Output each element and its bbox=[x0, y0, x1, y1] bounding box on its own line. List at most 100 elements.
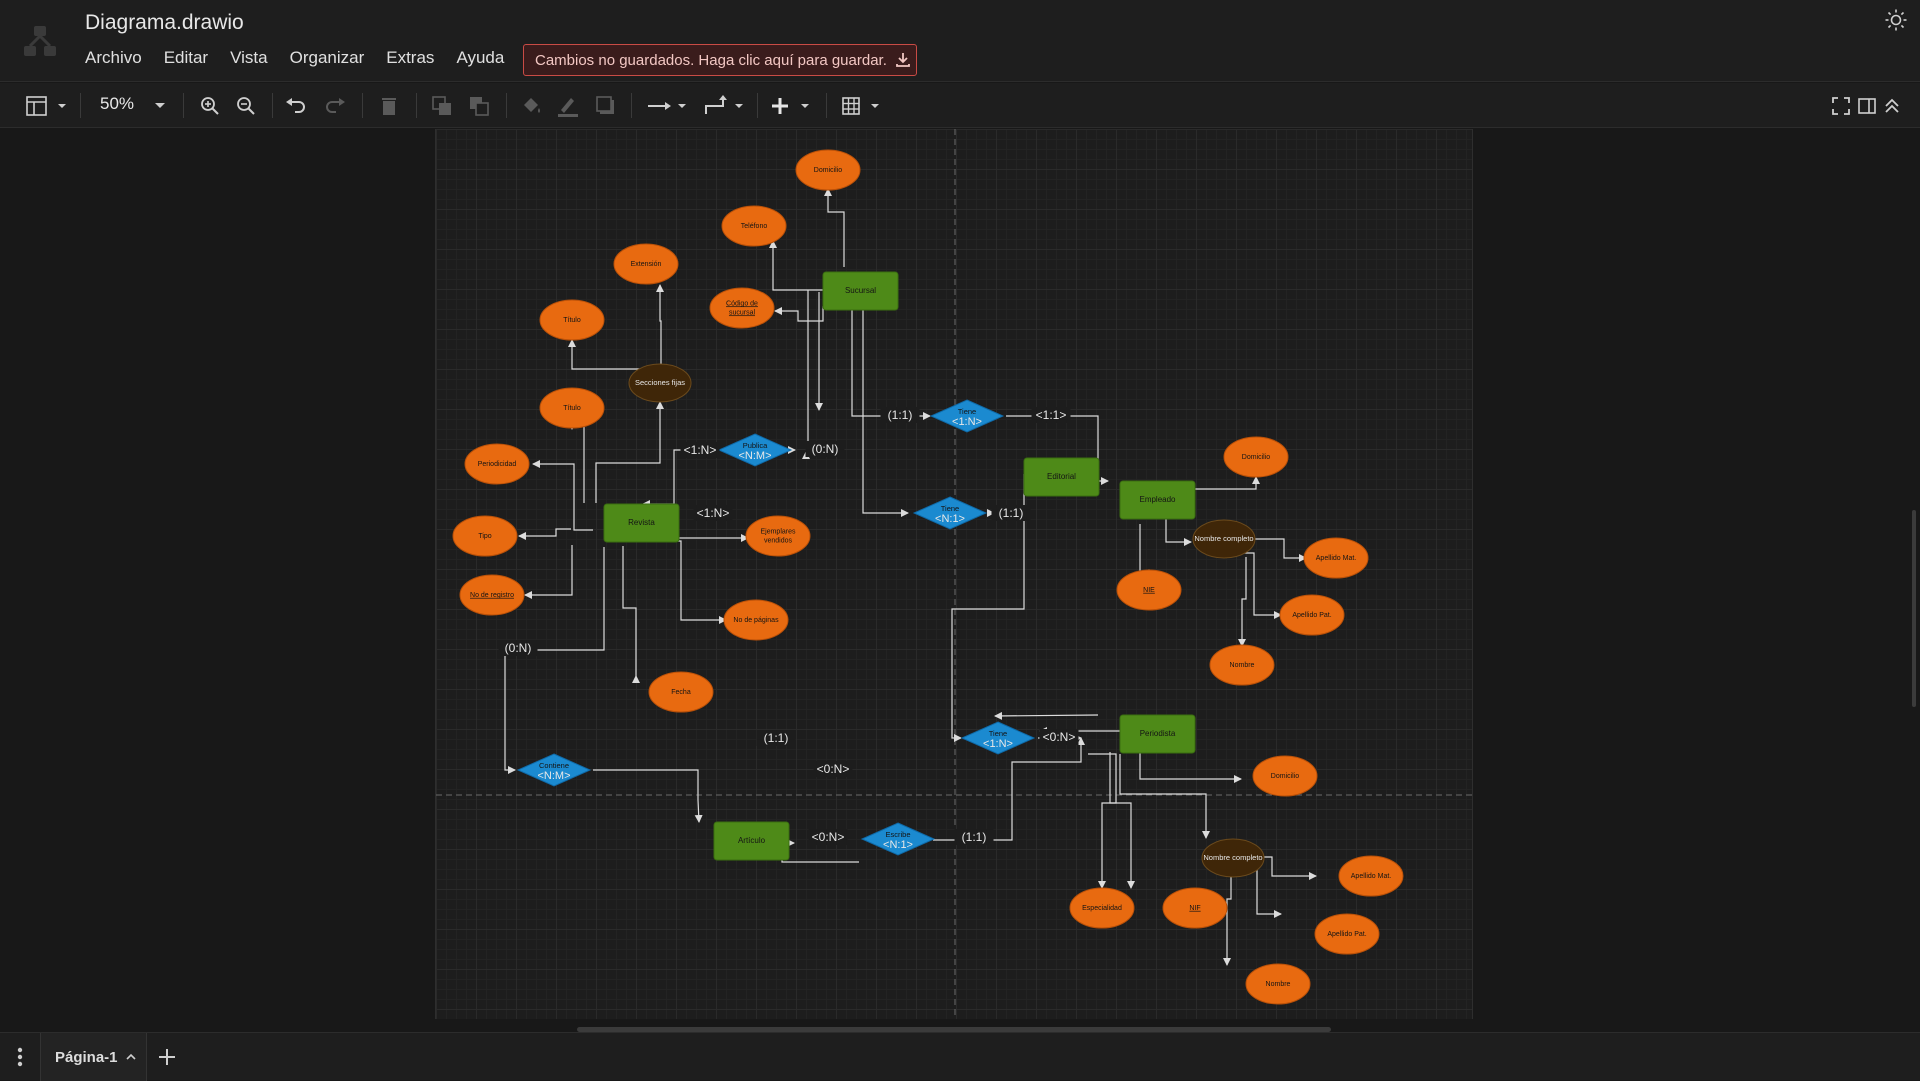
connector-edge[interactable] bbox=[656, 284, 664, 366]
connector-edge[interactable] bbox=[802, 290, 810, 459]
entity-revista[interactable]: Revista bbox=[603, 503, 680, 543]
composite-attribute-secciones[interactable]: Secciones fijas bbox=[628, 363, 692, 403]
fullscreen-icon[interactable] bbox=[1829, 83, 1853, 128]
collapse-toolbar-icon[interactable] bbox=[1880, 83, 1904, 128]
edge-cardinality-label[interactable]: <0:N> bbox=[813, 761, 853, 777]
attribute-sec_extension[interactable]: Extensión bbox=[613, 243, 679, 285]
attribute-rev_periodicidad[interactable]: Periodicidad bbox=[464, 443, 530, 485]
waypoints-icon[interactable] bbox=[702, 83, 748, 128]
attribute-per_appat[interactable]: Apellido Pat. bbox=[1314, 913, 1380, 955]
relation-tiene2[interactable]: Tiene<N:1> bbox=[912, 496, 988, 530]
connector-edge[interactable] bbox=[1109, 752, 1135, 889]
shadow-icon[interactable] bbox=[594, 83, 618, 128]
zoom-in-icon[interactable] bbox=[197, 83, 223, 128]
tab-pagina-1[interactable]: Página-1 bbox=[40, 1033, 147, 1081]
connector-edge[interactable] bbox=[774, 306, 824, 322]
menu-editar[interactable]: Editar bbox=[163, 48, 209, 67]
pages-menu-icon[interactable] bbox=[10, 1045, 30, 1069]
connector-edge[interactable] bbox=[1242, 552, 1282, 619]
redo-icon[interactable] bbox=[322, 83, 348, 128]
edge-cardinality-label[interactable]: <1:N> bbox=[693, 505, 733, 521]
relation-contiene[interactable]: Contiene<N:M> bbox=[516, 753, 592, 787]
entity-articulo[interactable]: Artículo bbox=[713, 821, 790, 861]
undo-icon[interactable] bbox=[283, 83, 309, 128]
connector-edge[interactable] bbox=[518, 528, 571, 540]
line-color-icon[interactable] bbox=[556, 83, 580, 128]
edge-cardinality-label[interactable]: (1:1) bbox=[991, 505, 1031, 521]
add-page-icon[interactable] bbox=[155, 1045, 179, 1069]
attribute-rev_titulo[interactable]: Título bbox=[539, 387, 605, 429]
connector-edge[interactable] bbox=[622, 546, 640, 683]
connector-edge[interactable] bbox=[524, 545, 573, 599]
connector-edge[interactable] bbox=[1166, 476, 1260, 490]
attribute-emp_appat[interactable]: Apellido Pat. bbox=[1279, 594, 1345, 636]
to-front-icon[interactable] bbox=[430, 83, 454, 128]
attribute-rev_fecha[interactable]: Fecha bbox=[648, 671, 714, 713]
entity-empleado[interactable]: Empleado bbox=[1119, 480, 1196, 520]
zoom-level[interactable]: 50% bbox=[100, 94, 135, 113]
edge-cardinality-label[interactable]: <0:N> bbox=[1039, 729, 1079, 745]
menu-vista[interactable]: Vista bbox=[230, 48, 268, 67]
connector-edge[interactable] bbox=[1223, 870, 1232, 966]
connection-style-icon[interactable] bbox=[645, 83, 691, 128]
zoom-dropdown-chevron-icon[interactable] bbox=[150, 83, 170, 128]
connector-edge[interactable] bbox=[532, 460, 593, 531]
attribute-emp_nie[interactable]: NIE bbox=[1116, 569, 1182, 611]
connector-edge[interactable] bbox=[1088, 753, 1117, 889]
connector-edge[interactable] bbox=[951, 474, 1025, 742]
theme-toggle-icon[interactable] bbox=[1884, 8, 1908, 32]
insert-icon[interactable] bbox=[770, 83, 816, 128]
menu-archivo[interactable]: Archivo bbox=[85, 48, 142, 67]
connector-edge[interactable] bbox=[642, 449, 717, 508]
horizontal-scrollbar[interactable] bbox=[577, 1027, 1331, 1032]
edge-cardinality-label[interactable]: (1:1) bbox=[756, 730, 796, 746]
relation-tiene1[interactable]: Tiene<1:N> bbox=[929, 399, 1005, 433]
connector-edge[interactable] bbox=[595, 401, 664, 503]
connector-edge[interactable] bbox=[1139, 753, 1242, 783]
connector-edge[interactable] bbox=[1238, 557, 1247, 647]
edge-cardinality-label[interactable]: <0:N> bbox=[808, 829, 848, 845]
attribute-rev_registro[interactable]: No de registro bbox=[459, 574, 525, 616]
attribute-per_apmat[interactable]: Apellido Mat. bbox=[1338, 855, 1404, 897]
edge-cardinality-label[interactable]: (1:1) bbox=[880, 407, 920, 423]
entity-editorial[interactable]: Editorial bbox=[1023, 457, 1100, 497]
sidebar-toggle-icon[interactable] bbox=[1855, 83, 1879, 128]
format-panel-icon[interactable] bbox=[22, 83, 72, 128]
connector-edge[interactable] bbox=[769, 240, 823, 291]
connector-edge[interactable] bbox=[568, 339, 642, 370]
connector-edge[interactable] bbox=[1256, 860, 1282, 918]
attribute-rev_tipo[interactable]: Tipo bbox=[452, 515, 518, 557]
connector-edge[interactable] bbox=[862, 292, 909, 517]
delete-icon[interactable] bbox=[377, 83, 401, 128]
vertical-scrollbar[interactable] bbox=[1912, 510, 1916, 707]
zoom-out-icon[interactable] bbox=[233, 83, 259, 128]
connector-edge[interactable] bbox=[1119, 754, 1210, 839]
attribute-emp_domicilio[interactable]: Domicilio bbox=[1223, 436, 1289, 478]
relation-publica[interactable]: Publica<N:M> bbox=[717, 433, 793, 467]
connector-edge[interactable] bbox=[593, 769, 703, 823]
attribute-per_nombre[interactable]: Nombre bbox=[1245, 963, 1311, 1005]
connector-edge[interactable] bbox=[781, 839, 859, 863]
composite-attribute-per_nombrecompleto[interactable]: Nombre completo bbox=[1201, 838, 1265, 878]
connector-edge[interactable] bbox=[994, 711, 1099, 720]
attribute-sec_titulo[interactable]: Título bbox=[539, 299, 605, 341]
edge-cardinality-label[interactable]: (0:N) bbox=[805, 441, 845, 457]
relation-escribe[interactable]: Escribe<N:1> bbox=[860, 822, 936, 856]
document-title[interactable]: Diagrama.drawio bbox=[85, 11, 244, 34]
edge-cardinality-label[interactable]: <1:N> bbox=[680, 442, 720, 458]
connector-edge[interactable] bbox=[643, 540, 727, 624]
menu-ayuda[interactable]: Ayuda bbox=[456, 48, 505, 67]
drawio-logo-icon[interactable] bbox=[20, 20, 60, 60]
entity-periodista[interactable]: Periodista bbox=[1119, 714, 1196, 754]
to-back-icon[interactable] bbox=[467, 83, 491, 128]
table-icon[interactable] bbox=[840, 83, 886, 128]
attribute-rev_paginas[interactable]: No de páginas bbox=[723, 599, 789, 641]
connector-edge[interactable] bbox=[851, 292, 931, 420]
edge-cardinality-label[interactable]: (1:1) bbox=[954, 829, 994, 845]
attribute-per_domicilio[interactable]: Domicilio bbox=[1252, 755, 1318, 797]
composite-attribute-emp_nombrecompleto[interactable]: Nombre completo bbox=[1192, 519, 1256, 559]
